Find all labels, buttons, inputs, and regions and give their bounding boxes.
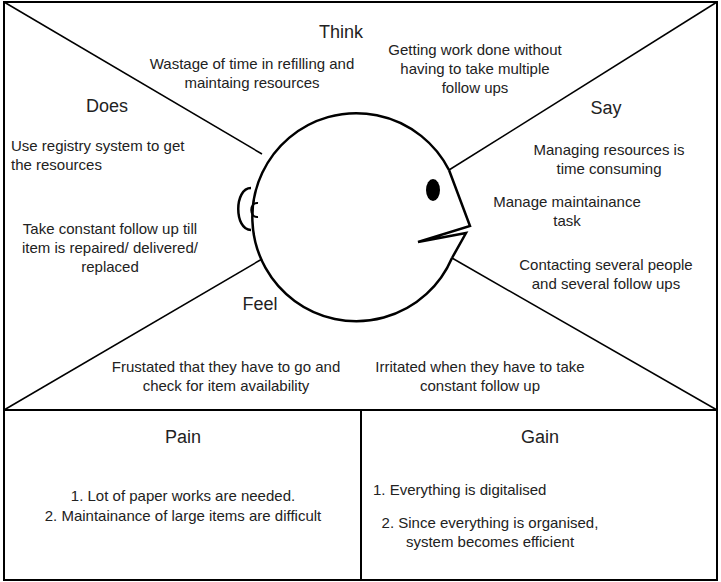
- think-quadrant: ThinkWastage of time in refilling and ma…: [4, 2, 717, 154]
- note-text: Use registry system to get the resources: [11, 136, 191, 174]
- quadrant-heading: Gain: [480, 426, 600, 448]
- note-text: Manage maintainance task: [482, 192, 652, 230]
- ear-symbol: [238, 188, 251, 230]
- note-text: 1. Lot of paper works are needed.: [13, 486, 353, 505]
- quadrant-heading: Think: [291, 21, 391, 43]
- note-text: Wastage of time in refilling and maintai…: [141, 54, 363, 92]
- note-text: Contacting several people and several fo…: [506, 255, 706, 293]
- quadrant-heading: Say: [576, 97, 636, 119]
- quadrant-heading: Pain: [123, 426, 243, 448]
- quadrant-heading: Does: [67, 95, 147, 117]
- note-text: Managing resources is time consuming: [519, 140, 699, 178]
- note-text: Take constant follow up till item is rep…: [20, 219, 200, 276]
- note-text: 2. Since everything is organised, system…: [365, 513, 615, 551]
- note-text: 1. Everything is digitalised: [373, 480, 703, 499]
- does-quadrant: DoesUse registry system to get the resou…: [4, 2, 262, 410]
- eye-symbol: [426, 179, 440, 201]
- note-text: 2. Maintainance of large items are diffi…: [13, 506, 353, 525]
- say-quadrant: SayManaging resources is time consumingM…: [443, 2, 717, 410]
- pain-box: Pain 1. Lot of paper works are needed.2. …: [4, 410, 361, 580]
- head-outline: [252, 113, 452, 321]
- quadrant-heading: Feel: [225, 293, 295, 315]
- gain-box: Gain 1. Everything is digitalised 2. Since…: [361, 410, 717, 580]
- face-profile: [418, 170, 470, 258]
- note-text: Getting work done without having to take…: [388, 40, 563, 97]
- map-frame: [4, 2, 717, 410]
- note-text: Irritated when they have to take constan…: [370, 357, 590, 395]
- feel-quadrant: FeelFrustated that they have to go and c…: [4, 259, 717, 410]
- pain-frame: [4, 410, 361, 580]
- ear-inner: [251, 203, 258, 217]
- gain-frame: [361, 410, 717, 580]
- note-text: Frustated that they have to go and check…: [101, 357, 351, 395]
